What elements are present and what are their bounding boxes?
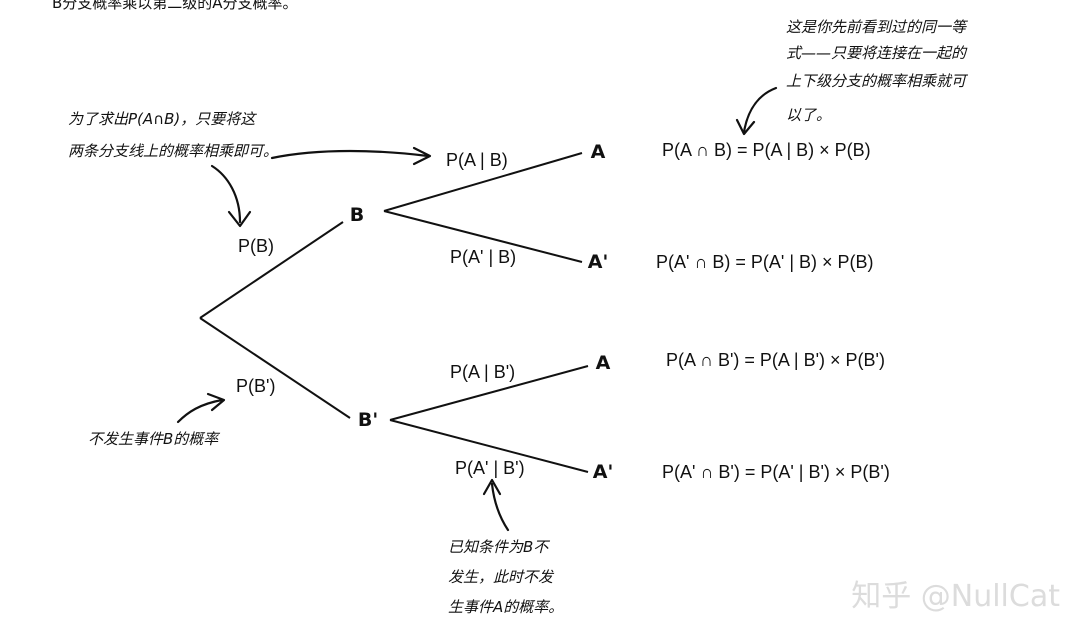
label-p-A-not-given-B: P(A' | B) [450,247,516,267]
arrow-to-p-A-not-given-B-not-icon [482,478,510,532]
node-A-not-lower: A' [593,461,614,483]
branch-root-to-B [199,221,344,319]
node-A-not-upper: A' [588,251,609,273]
branch-B-not-to-A [389,365,589,421]
branch-root-to-B-not [199,317,351,419]
label-p-A-not-given-B-not: P(A' | B') [455,458,525,478]
label-p-B: P(B) [238,236,274,256]
label-p-A-given-B-not: P(A | B') [450,362,515,382]
arrow-to-formula-icon [735,86,778,136]
formula-4: P(A' ∩ B') = P(A' | B') × P(B') [662,462,890,482]
branch-B-to-A [383,152,583,212]
annotation-line: 这是你先前看到过的同一等 [786,18,969,36]
annotation-not-B: 不发生事件B的概率 [88,430,220,448]
annotation-same-formula: 这是你先前看到过的同一等 式——只要将连接在一起的 上下级分支的概率相乘就可 以… [786,18,969,124]
arrow-to-p-A-given-B-icon [270,146,432,166]
arrow-to-p-B-icon [210,164,252,228]
formula-2: P(A' ∩ B) = P(A' | B) × P(B) [656,252,874,272]
annotation-line: 式——只要将连接在一起的 [786,44,968,62]
annotation-line: 两条分支线上的概率相乘即可。 [68,142,278,160]
annotation-line: 已知条件为B不 [448,538,550,556]
node-A-upper: A [591,141,606,163]
annotation-given-not-B: 已知条件为B不 发生，此时不发 生事件A的概率。 [448,538,563,616]
label-p-B-not: P(B') [236,376,275,396]
annotation-line: 不发生事件B的概率 [88,430,220,448]
label-p-A-given-B: P(A | B) [446,150,508,170]
branch-B-to-A-not [383,210,583,263]
annotation-line: 以了。 [786,106,831,124]
annotation-multiply-branches: 为了求出P(A∩B)，只要将这 两条分支线上的概率相乘即可。 [68,110,278,160]
node-B: B [350,204,364,226]
annotation-line: 生事件A的概率。 [448,598,563,616]
header-text: B分支概率乘以第二级的A分支概率。 [52,0,298,12]
formula-3: P(A ∩ B') = P(A | B') × P(B') [666,350,885,370]
watermark-text: 知乎 @NullCat [851,579,1060,614]
node-B-not: B' [358,409,378,431]
formula-1: P(A ∩ B) = P(A | B) × P(B) [662,140,871,160]
arrow-to-p-B-not-icon [176,392,226,424]
annotation-line: 上下级分支的概率相乘就可 [786,72,969,90]
annotation-line: 发生，此时不发 [448,568,555,586]
branch-B-not-to-A-not [389,419,589,473]
node-A-lower: A [596,352,611,374]
annotation-line: 为了求出P(A∩B)，只要将这 [68,110,257,128]
